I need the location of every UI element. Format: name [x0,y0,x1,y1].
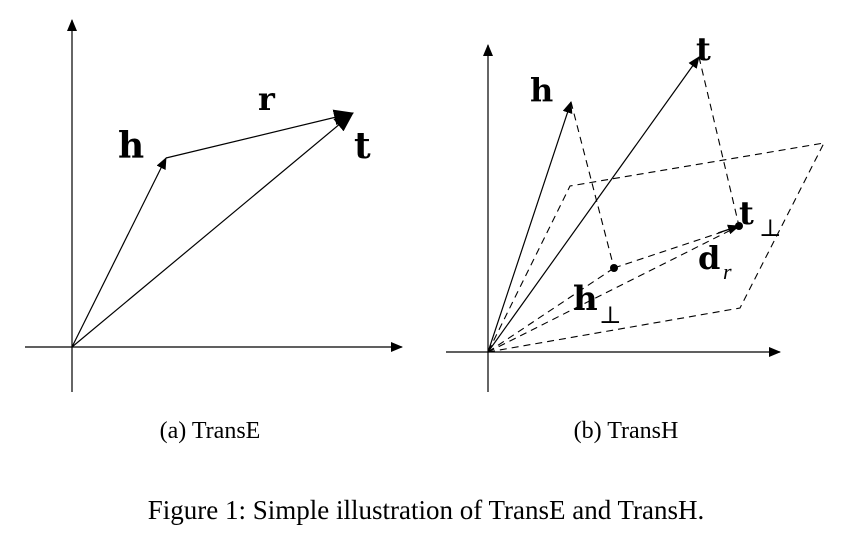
panel-b-label-t: t [696,30,711,68]
panel-b-label-t-perp-symbol: ⊥ [759,216,782,242]
panel-b-projection-t [698,56,740,227]
panel-b-hyperplane [487,142,825,353]
panel-a-vector-t [71,112,354,348]
panel-b-vector-t [487,56,700,353]
panel-b-label-t-perp: t [739,194,754,232]
panel-b-translation-dashed [613,231,723,269]
panel-a-vector-h [71,157,167,348]
panel-b-point-t-perp [735,222,743,230]
panel-b-label-h: h [530,71,553,109]
panel-b-label-d-subscript: r [723,259,732,284]
panel-a-caption: (a) TransE [160,418,261,444]
panel-b-label-h-perp: h [573,279,598,319]
panel-a-label-t: t [354,125,371,167]
panel-b-vector-h [487,101,573,353]
panel-a-label-r: r [258,80,276,118]
panel-b-label-d: d [698,239,720,277]
panel-a-label-h: h [118,125,144,167]
panel-b-projected-h-line [487,267,615,353]
figure-caption: Figure 1: Simple illustration of TransE … [148,495,705,525]
panel-b-transh: h t t ⊥ d r h ⊥ (b) TransH [446,30,825,444]
panel-a-vector-r [165,109,354,159]
panel-b-point-h-perp [610,264,618,272]
panel-b-caption: (b) TransH [574,418,679,444]
panel-a-transe: h r t (a) TransE [25,19,403,444]
panel-b-projected-t-line [487,225,740,353]
panel-b-label-h-perp-symbol: ⊥ [599,303,622,329]
panel-b-projection-h [570,101,615,269]
